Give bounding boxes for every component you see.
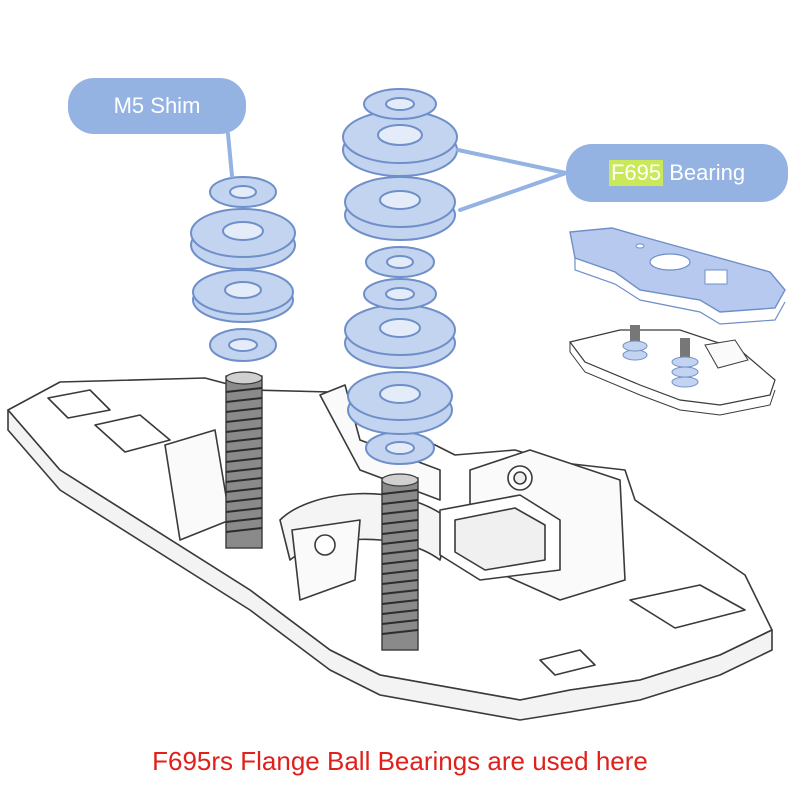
m5-shim-label: M5 Shim [113, 93, 201, 118]
callout-leader-lines [226, 132, 568, 212]
bearing-stack-icon [190, 176, 296, 362]
bearing-word-label: Bearing [669, 160, 746, 185]
threaded-rod-icon [225, 371, 419, 651]
assembly-inset-icon [568, 227, 786, 416]
m5-shim-callout: M5 Shim [68, 78, 246, 134]
bearing-part-number-highlight: F695 [608, 160, 664, 186]
f695-bearing-callout: F695 Bearing [566, 144, 788, 202]
diagram-caption: F695rs Flange Ball Bearings are used her… [152, 746, 648, 776]
bearing-stack-icon [342, 88, 458, 465]
